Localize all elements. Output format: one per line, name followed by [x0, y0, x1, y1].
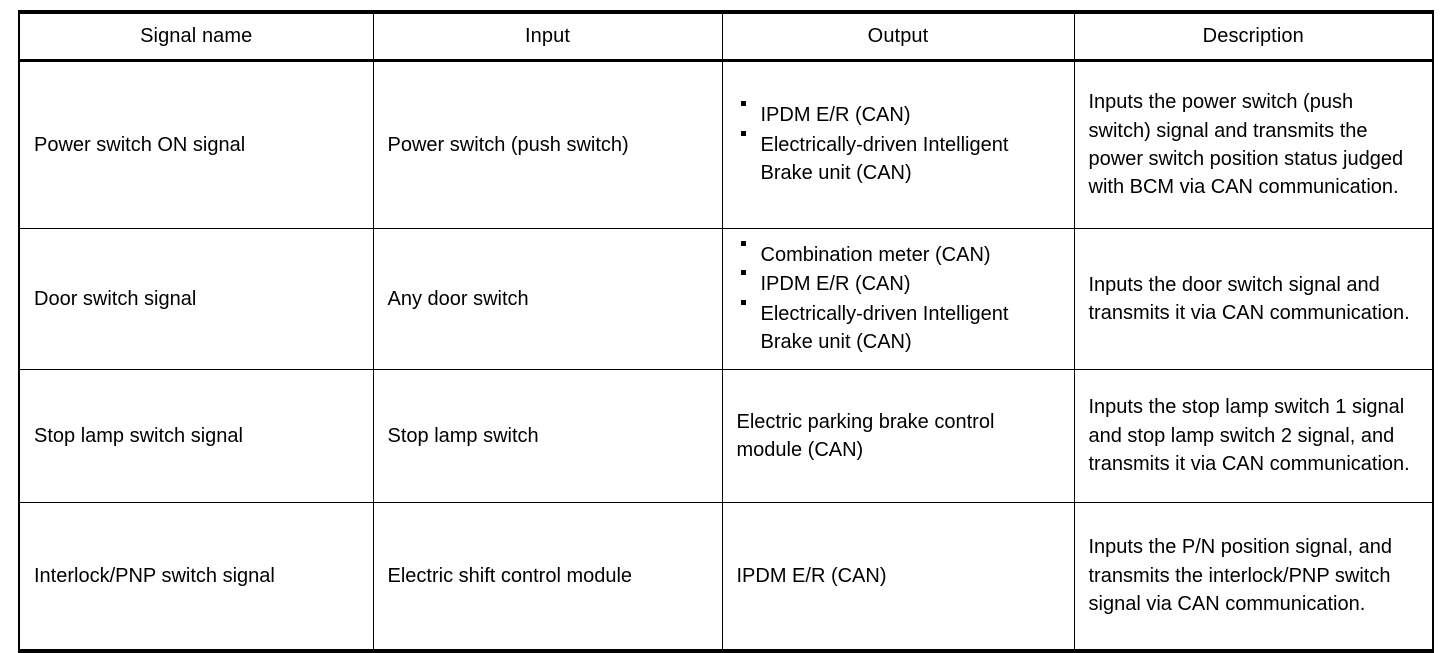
bullet-icon [740, 101, 746, 107]
cell-output: Electric parking brake control module (C… [721, 369, 1075, 503]
table-header: Signal name Input Output Description [18, 10, 1434, 62]
output-item-text: IPDM E/R (CAN) [760, 104, 911, 127]
cell-input: Stop lamp switch [372, 369, 723, 503]
cell-signal-name: Door switch signal [18, 228, 374, 370]
table-header-row: Signal name Input Output Description [18, 10, 1434, 62]
cell-description: Inputs the power switch (push switch) si… [1073, 60, 1434, 229]
output-item-text: Electrically-driven Intelligent Brake un… [760, 133, 1009, 185]
cell-output: IPDM E/R (CAN) [721, 502, 1075, 653]
bullet-icon [740, 299, 746, 305]
cell-signal-name: Interlock/PNP switch signal [18, 502, 374, 653]
description-text: Inputs the power switch (push switch) si… [1088, 91, 1404, 199]
output-item-text: IPDM E/R (CAN) [760, 273, 911, 296]
table-row: Power switch ON signal Power switch (pus… [18, 60, 1434, 229]
cell-input: Power switch (push switch) [372, 60, 723, 229]
cell-input: Electric shift control module [372, 502, 723, 653]
output-item-text: Electrically-driven Intelligent Brake un… [760, 302, 1009, 353]
signal-name-text: Power switch ON signal [34, 133, 246, 156]
list-item: Combination meter (CAN) [737, 240, 1060, 269]
bullet-icon [740, 270, 746, 276]
cell-description: Inputs the door switch signal and transm… [1073, 228, 1434, 370]
cell-description: Inputs the stop lamp switch 1 signal and… [1073, 369, 1434, 503]
table-body: Power switch ON signal Power switch (pus… [18, 60, 1434, 653]
list-item: Electrically-driven Intelligent Brake un… [737, 299, 1060, 357]
input-text: Any door switch [387, 287, 529, 310]
column-header-input: Input [372, 10, 723, 62]
signal-name-text: Interlock/PNP switch signal [34, 564, 275, 587]
column-header-signal-name: Signal name [18, 10, 374, 62]
table-row: Door switch signal Any door switch Combi… [18, 228, 1434, 370]
bullet-icon [740, 240, 746, 246]
cell-signal-name: Stop lamp switch signal [18, 369, 374, 503]
input-text: Stop lamp switch [387, 424, 539, 447]
column-header-description: Description [1073, 10, 1434, 62]
list-item: Electrically-driven Intelligent Brake un… [737, 130, 1060, 188]
cell-input: Any door switch [372, 228, 723, 370]
output-item-text: Combination meter (CAN) [760, 243, 991, 266]
output-bullet-list: IPDM E/R (CAN) Electrically-driven Intel… [737, 101, 1060, 187]
signal-name-text: Door switch signal [34, 287, 197, 310]
input-text: Electric shift control module [387, 564, 633, 587]
description-text: Inputs the P/N position signal, and tran… [1088, 536, 1393, 616]
output-text: IPDM E/R (CAN) [736, 564, 887, 587]
list-item: IPDM E/R (CAN) [737, 270, 1060, 298]
column-header-output: Output [721, 10, 1075, 62]
table-row: Interlock/PNP switch signal Electric shi… [18, 502, 1434, 653]
table-row: Stop lamp switch signal Stop lamp switch… [18, 369, 1434, 503]
cell-output: Combination meter (CAN) IPDM E/R (CAN) E… [721, 228, 1075, 370]
input-text: Power switch (push switch) [387, 133, 629, 156]
description-text: Inputs the door switch signal and transm… [1088, 273, 1410, 324]
output-bullet-list: Combination meter (CAN) IPDM E/R (CAN) E… [737, 240, 1060, 357]
list-item: IPDM E/R (CAN) [737, 101, 1060, 129]
cell-description: Inputs the P/N position signal, and tran… [1073, 502, 1434, 653]
cell-signal-name: Power switch ON signal [18, 60, 374, 229]
description-text: Inputs the stop lamp switch 1 signal and… [1088, 396, 1410, 476]
signal-io-table: Signal name Input Output Description Pow… [18, 10, 1434, 653]
document-page: Signal name Input Output Description Pow… [18, 10, 1434, 653]
output-text: Electric parking brake control module (C… [736, 410, 995, 461]
cell-output: IPDM E/R (CAN) Electrically-driven Intel… [721, 60, 1075, 229]
signal-name-text: Stop lamp switch signal [34, 424, 243, 447]
bullet-icon [740, 130, 746, 136]
